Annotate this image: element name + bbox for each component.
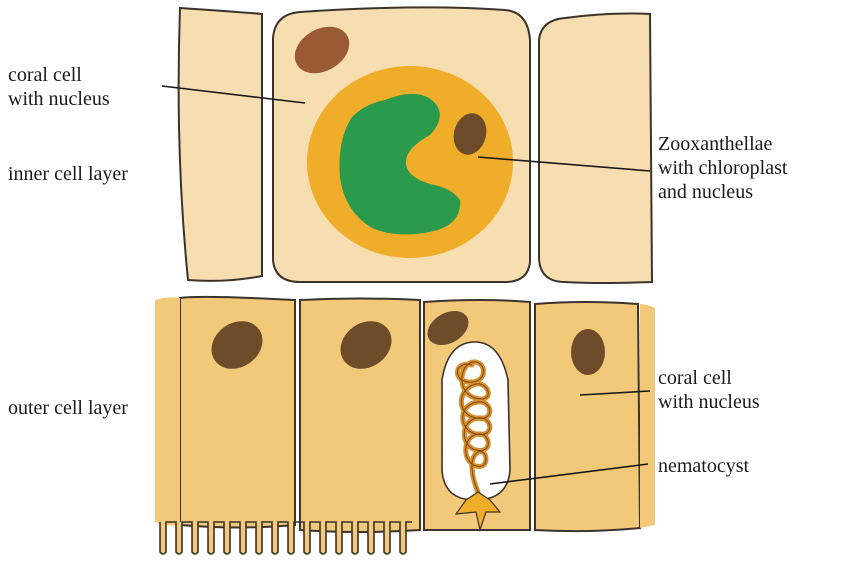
label-zooxanthellae: Zooxanthellae with chloroplast and nucle…: [658, 133, 792, 203]
nucleus-outer-4: [571, 329, 605, 375]
inner-cell-left: [179, 8, 262, 281]
label-coral-cell-inner: coral cell with nucleus: [8, 64, 110, 110]
label-inner-cell-layer: inner cell layer: [8, 163, 128, 185]
inner-cell-right: [539, 14, 652, 284]
label-coral-cell-outer: coral cell with nucleus: [658, 367, 760, 413]
outer-cell-edge-left: [155, 297, 180, 525]
nematocyst-capsule: [442, 342, 510, 500]
label-nematocyst: nematocyst: [658, 455, 750, 477]
outer-cell-layer: [155, 297, 655, 554]
microvilli: [160, 522, 412, 554]
inner-cell-layer: [179, 7, 652, 283]
label-outer-cell-layer: outer cell layer: [8, 397, 128, 419]
outer-cell-edge-right: [640, 304, 655, 528]
